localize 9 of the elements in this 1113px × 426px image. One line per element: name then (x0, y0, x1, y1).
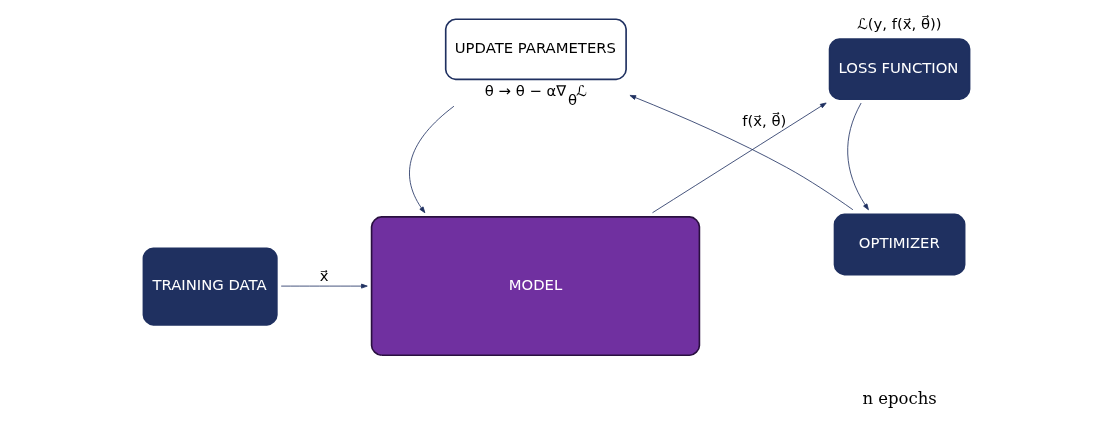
label: n epochs (862, 388, 937, 408)
arrow (280, 283, 368, 289)
arrow (629, 94, 854, 211)
arrow (409, 105, 455, 214)
edge-label: x⃗ (319, 267, 329, 285)
arrow (847, 102, 869, 211)
arrow (652, 102, 827, 214)
edge-label: f(x⃗, θ⃗) (742, 111, 787, 129)
node-label: ℒ(y, f(x⃗, θ⃗)) (857, 14, 942, 32)
